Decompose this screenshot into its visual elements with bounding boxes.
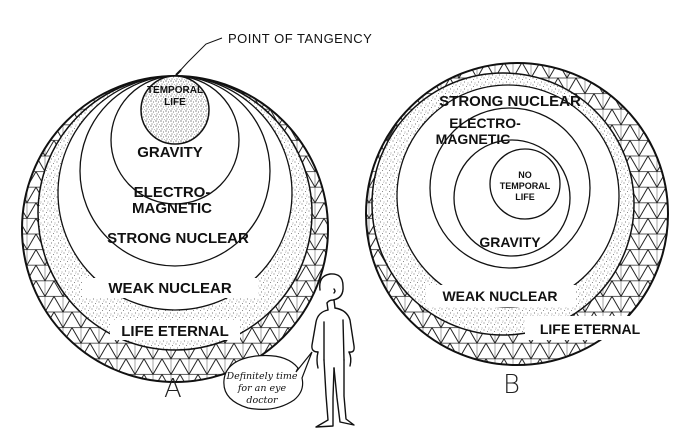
speech-line-1: Definitely time bbox=[225, 371, 297, 382]
labels-b: STRONG NUCLEAR ELECTRO- MAGNETIC NO TEMP… bbox=[436, 93, 641, 400]
label-electro-a: ELECTRO- bbox=[134, 184, 211, 201]
label-life-eternal-a: LIFE ETERNAL bbox=[121, 323, 229, 340]
label-life-b: LIFE bbox=[515, 192, 535, 202]
tangency-label: POINT OF TANGENCY bbox=[228, 31, 372, 46]
label-gravity-a: GRAVITY bbox=[137, 144, 203, 161]
speech-line-3: doctor bbox=[246, 395, 279, 406]
tangency-callout: POINT OF TANGENCY bbox=[175, 31, 372, 76]
no-temporal-life-circle bbox=[489, 148, 561, 220]
label-backings bbox=[82, 278, 655, 340]
stick-figure bbox=[311, 273, 355, 428]
label-magnetic-b: MAGNETIC bbox=[436, 131, 511, 147]
label-electro-b: ELECTRO- bbox=[449, 115, 521, 131]
label-temporal-b: TEMPORAL bbox=[500, 181, 551, 191]
label-temporal-a: TEMPORAL bbox=[147, 85, 203, 96]
label-weak-nuclear-a: WEAK NUCLEAR bbox=[108, 280, 231, 297]
diagram-letter-b: B bbox=[503, 370, 520, 400]
label-gravity-b: GRAVITY bbox=[479, 234, 541, 250]
diagram-letter-a: A bbox=[164, 374, 182, 404]
label-strong-nuclear-a: STRONG NUCLEAR bbox=[107, 230, 249, 247]
labels-a: TEMPORAL LIFE GRAVITY ELECTRO- MAGNETIC … bbox=[107, 85, 249, 404]
speech-bubble: Definitely time for an eye doctor bbox=[223, 351, 313, 410]
label-life-a: LIFE bbox=[164, 97, 186, 108]
label-weak-nuclear-b: WEAK NUCLEAR bbox=[442, 288, 557, 304]
label-life-eternal-b: LIFE ETERNAL bbox=[540, 321, 641, 337]
label-magnetic-a: MAGNETIC bbox=[132, 200, 212, 217]
speech-line-2: for an eye bbox=[237, 383, 287, 394]
diagram-b bbox=[365, 62, 669, 366]
label-strong-nuclear-b: STRONG NUCLEAR bbox=[439, 93, 581, 110]
temporal-life-circle bbox=[140, 75, 210, 145]
label-no-b: NO bbox=[518, 170, 532, 180]
